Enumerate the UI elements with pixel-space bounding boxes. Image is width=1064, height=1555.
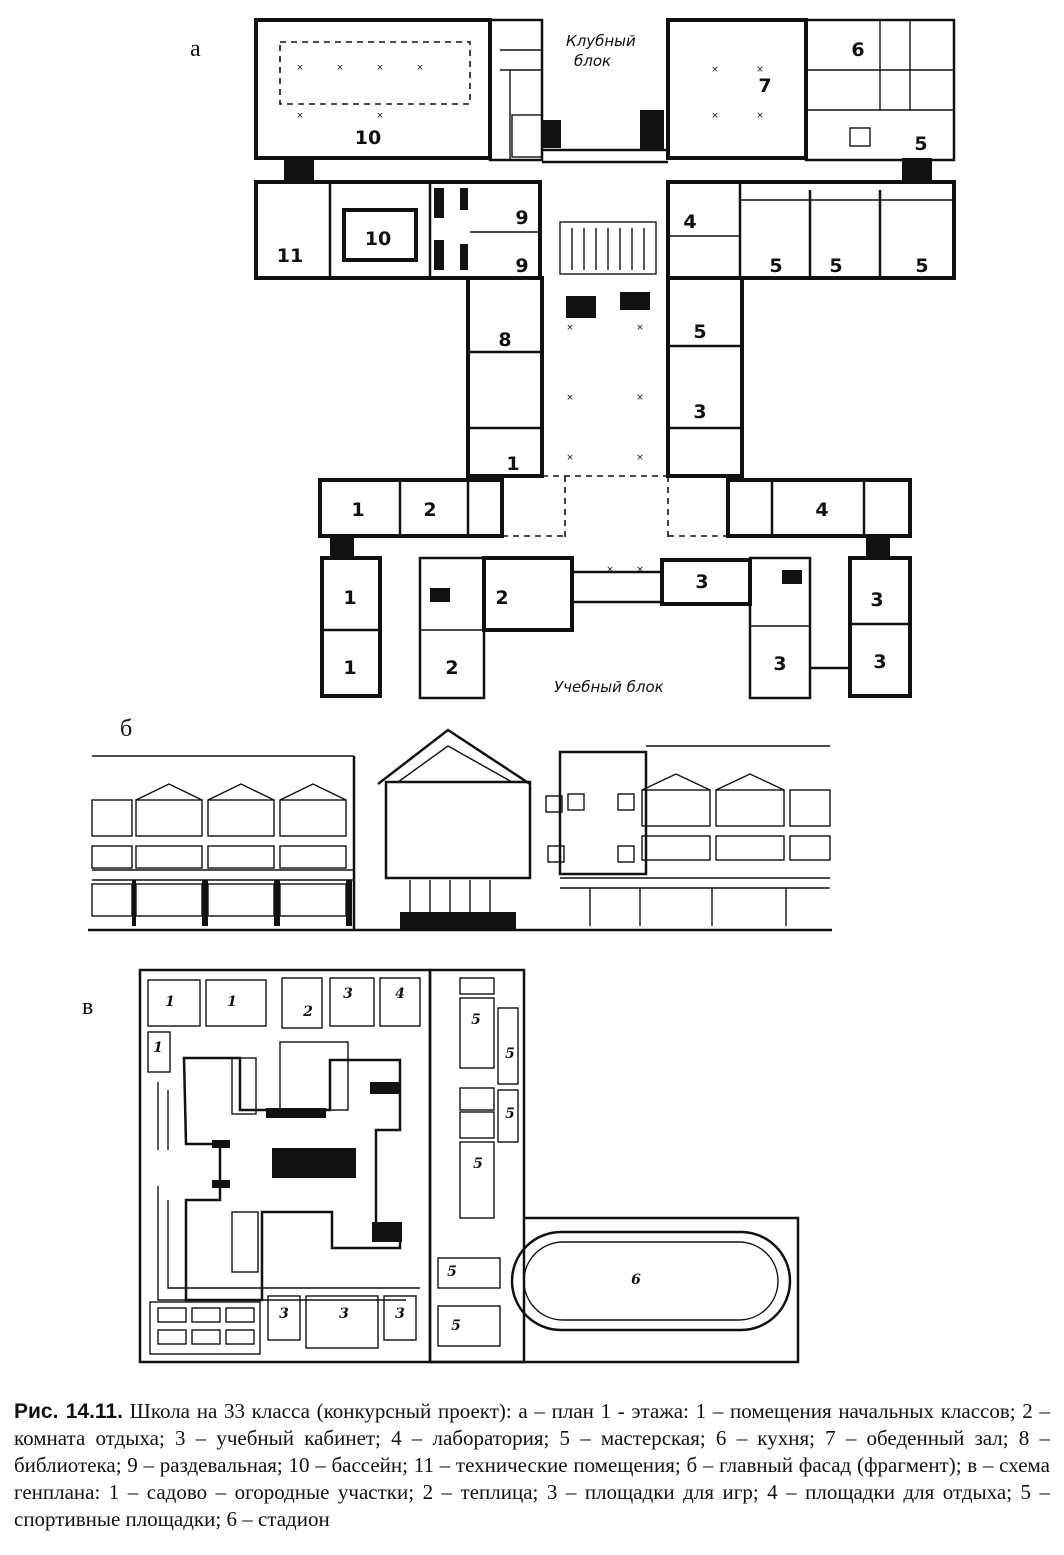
room-label: 10	[365, 228, 391, 250]
zone-label: 3	[339, 1306, 349, 1322]
svg-text:×: ×	[636, 565, 644, 575]
site-plan: 1 1 1 2 3 4 5 5 5 5 5 5 6 3 3 3	[138, 968, 800, 1364]
room-label: 5	[914, 133, 927, 155]
zone-label: 3	[279, 1306, 289, 1322]
svg-text:×: ×	[416, 63, 424, 73]
zone-label: 3	[395, 1306, 405, 1322]
svg-text:×: ×	[376, 111, 384, 121]
room-label: 7	[758, 75, 771, 97]
room-label: 1	[506, 453, 519, 475]
room-label: 3	[870, 589, 883, 611]
panel-label-b: б	[120, 716, 133, 742]
zone-label: 5	[505, 1046, 515, 1062]
zone-label: 5	[447, 1264, 457, 1280]
svg-text:×: ×	[756, 65, 764, 75]
svg-text:×: ×	[296, 63, 304, 73]
zone-label: 1	[153, 1040, 163, 1056]
svg-text:×: ×	[566, 453, 574, 463]
room-label: 4	[683, 211, 696, 233]
room-label: 10	[355, 127, 381, 149]
zone-label: 2	[302, 1004, 313, 1020]
floor-plan: ×× ×× ×× ×× ×× ×× ×× ×× ×× Клубный блок …	[254, 18, 956, 700]
svg-text:×: ×	[636, 323, 644, 333]
room-label: 2	[495, 587, 508, 609]
svg-text:×: ×	[566, 393, 574, 403]
room-label: 5	[915, 255, 928, 277]
zone-label: 3	[343, 986, 353, 1002]
room-label: 5	[693, 321, 706, 343]
svg-text:×: ×	[756, 111, 764, 121]
room-label: 3	[873, 651, 886, 673]
zone-label: 5	[473, 1156, 483, 1172]
panel-label-v: в	[82, 994, 94, 1020]
svg-text:×: ×	[296, 111, 304, 121]
panel-label-a: а	[190, 36, 201, 62]
study-block-label: Учебный блок	[554, 678, 664, 696]
room-label: 3	[773, 653, 786, 675]
club-block-label-line2: блок	[574, 52, 611, 70]
zone-label: 4	[395, 986, 405, 1002]
svg-text:×: ×	[606, 565, 614, 575]
room-label: 2	[423, 499, 436, 521]
zone-label: 5	[505, 1106, 515, 1122]
zone-label: 5	[471, 1012, 481, 1028]
svg-text:×: ×	[636, 453, 644, 463]
zone-label: 1	[165, 994, 175, 1010]
room-label: 11	[277, 245, 303, 267]
room-label: 1	[343, 657, 356, 679]
room-label: 1	[343, 587, 356, 609]
room-label: 5	[769, 255, 782, 277]
svg-text:×: ×	[711, 65, 719, 75]
svg-text:×: ×	[711, 111, 719, 121]
room-label: 9	[515, 207, 528, 229]
figure-caption-text: Школа на 33 класса (конкурсный проект): …	[14, 1399, 1051, 1531]
room-label: 6	[851, 39, 864, 61]
room-label: 9	[515, 255, 528, 277]
zone-label: 5	[451, 1318, 461, 1334]
svg-text:×: ×	[376, 63, 384, 73]
zone-label: 6	[631, 1272, 641, 1288]
svg-text:×: ×	[566, 323, 574, 333]
zone-label: 1	[227, 994, 237, 1010]
main-facade	[88, 728, 832, 932]
room-label: 5	[829, 255, 842, 277]
figure-number: Рис. 14.11.	[14, 1400, 123, 1423]
room-label: 1	[351, 499, 364, 521]
room-label: 2	[445, 657, 458, 679]
svg-text:×: ×	[336, 63, 344, 73]
room-label: 4	[815, 499, 828, 521]
club-block-label-line1: Клубный	[566, 32, 636, 50]
room-label: 3	[693, 401, 706, 423]
room-label: 8	[498, 329, 511, 351]
svg-text:×: ×	[636, 393, 644, 403]
figure-caption: Рис. 14.11. Школа на 33 класса (конкурсн…	[14, 1398, 1050, 1533]
room-label: 3	[695, 571, 708, 593]
